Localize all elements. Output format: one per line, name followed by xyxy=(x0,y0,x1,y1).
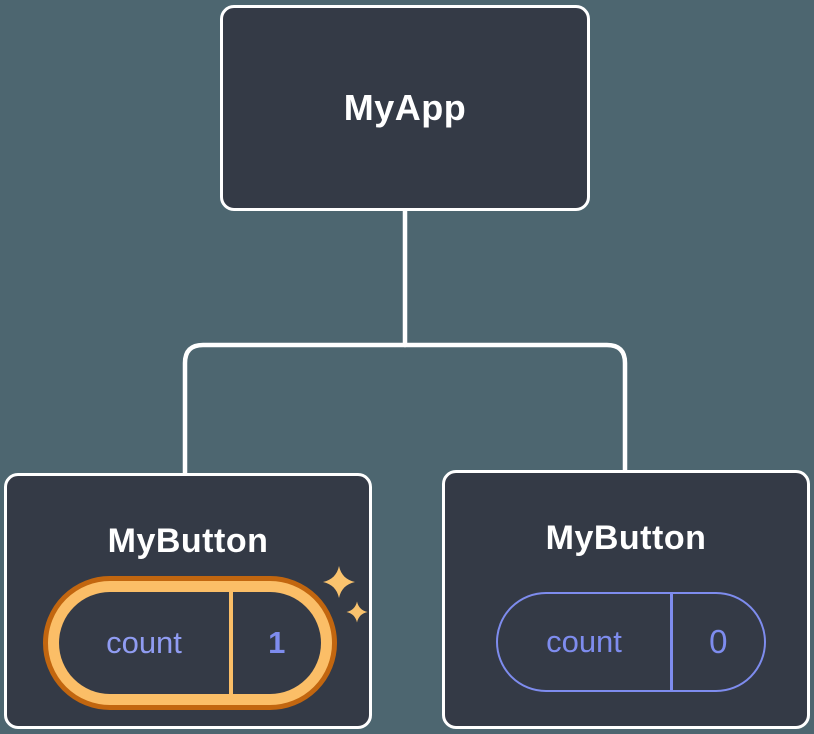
state-value: 0 xyxy=(709,623,728,660)
state-pill: count 0 xyxy=(496,592,766,692)
state-value: 1 xyxy=(268,625,286,660)
state-pill-highlight-ring: count 1 xyxy=(43,576,337,710)
child-node-label: MyButton xyxy=(545,518,707,557)
state-pill: count 1 xyxy=(59,592,321,694)
connector-branch xyxy=(182,342,628,476)
child-node-plain: MyButton count 0 xyxy=(442,470,810,729)
root-node-label: MyApp xyxy=(343,87,467,128)
pill-divider xyxy=(229,592,233,694)
pill-divider xyxy=(670,594,673,690)
state-key-label: count xyxy=(106,625,182,660)
sparkles-icon xyxy=(323,566,368,623)
child-node-highlighted: MyButton count 1 xyxy=(4,473,372,729)
child-node-label: MyButton xyxy=(107,521,269,560)
root-node: MyApp xyxy=(220,5,590,211)
state-key-label: count xyxy=(546,624,622,659)
